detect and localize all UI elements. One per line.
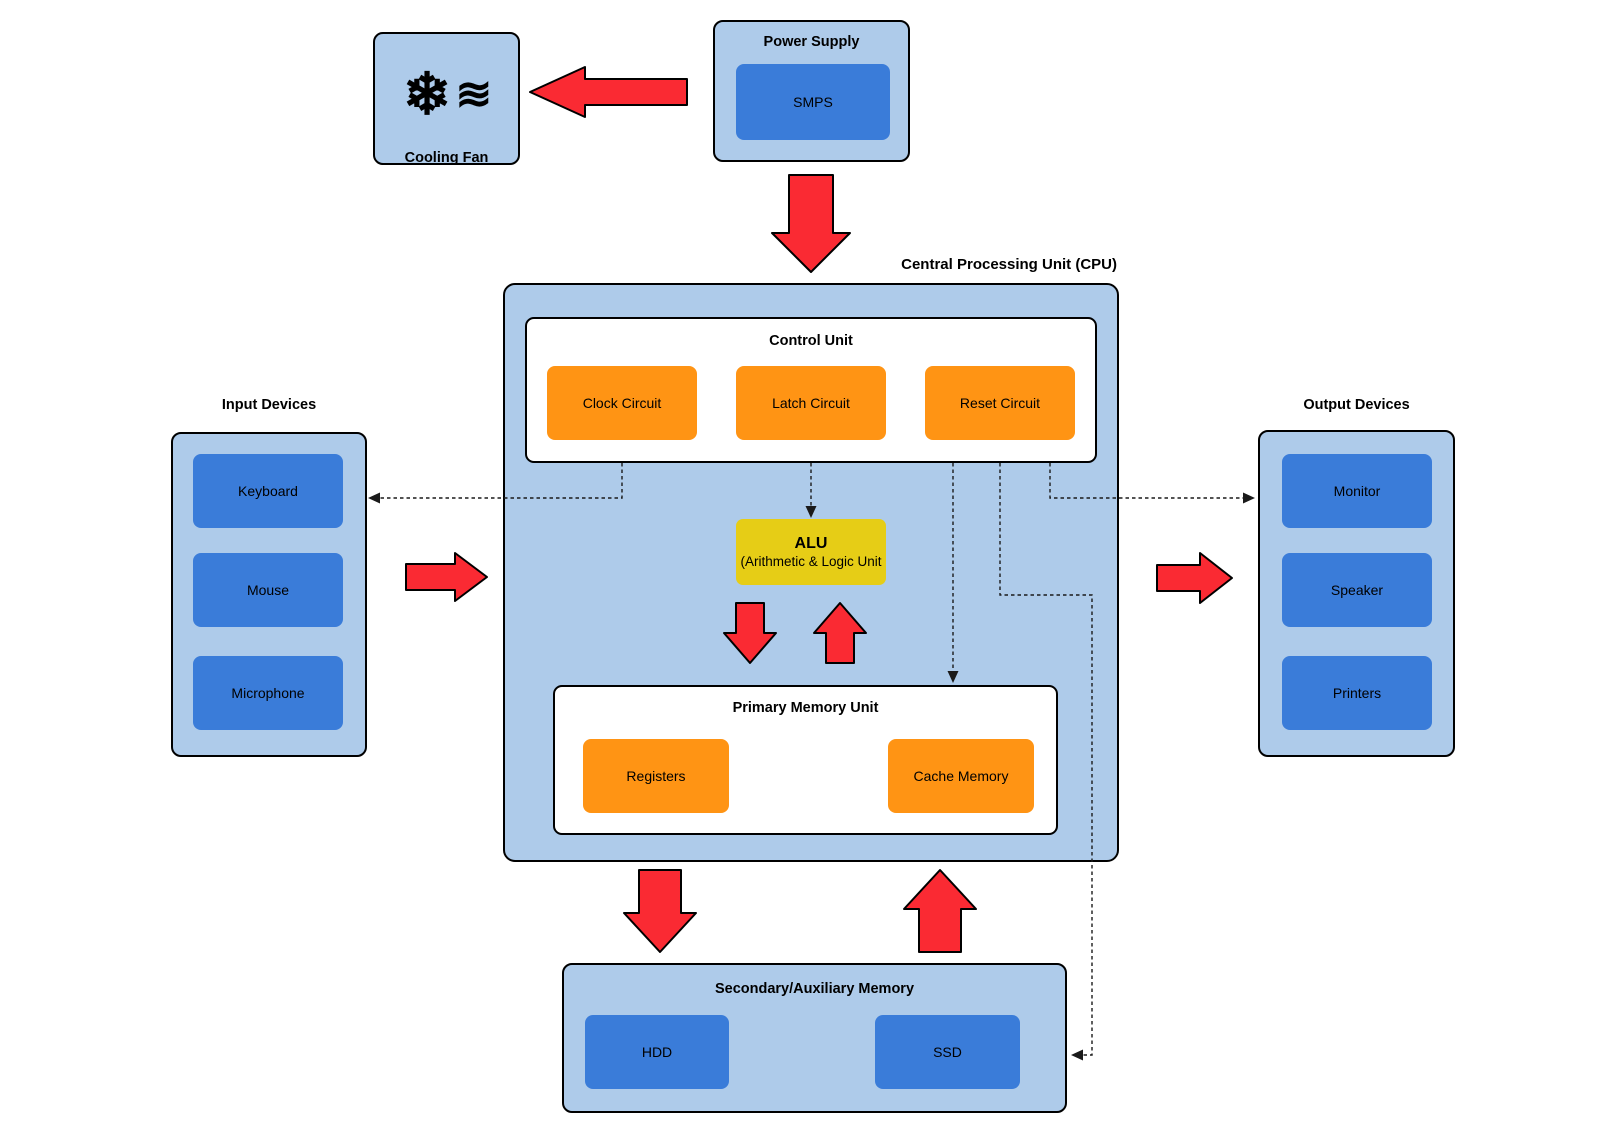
cooling-fan-icons: ❄ ≋ bbox=[375, 56, 518, 134]
input-to-cpu-arrow bbox=[405, 552, 488, 602]
cooling-fan-label: Cooling Fan bbox=[404, 150, 489, 166]
control-unit-title: Control Unit bbox=[769, 333, 853, 349]
keyboard-node: Keyboard bbox=[193, 454, 343, 528]
alu-title: ALU bbox=[794, 534, 828, 552]
power-supply-node: Power Supply SMPS bbox=[713, 20, 910, 162]
primary-memory-title: Primary Memory Unit bbox=[732, 700, 879, 716]
registers-node: Registers bbox=[583, 739, 729, 813]
hdd-node: HDD bbox=[585, 1015, 729, 1089]
clock-circuit-node: Clock Circuit bbox=[547, 366, 697, 440]
mouse-node: Mouse bbox=[193, 553, 343, 627]
power-supply-title: Power Supply bbox=[763, 34, 860, 50]
monitor-node: Monitor bbox=[1282, 454, 1432, 528]
alu-subtitle: (Arithmetic & Logic Unit bbox=[740, 553, 882, 569]
speaker-node: Speaker bbox=[1282, 553, 1432, 627]
cpu-to-output-arrow bbox=[1156, 552, 1233, 604]
printers-node: Printers bbox=[1282, 656, 1432, 730]
reset-circuit-node: Reset Circuit bbox=[925, 366, 1075, 440]
cache-memory-node: Cache Memory bbox=[888, 739, 1034, 813]
power-to-fan-arrow bbox=[529, 66, 688, 118]
latch-circuit-node: Latch Circuit bbox=[736, 366, 886, 440]
microphone-node: Microphone bbox=[193, 656, 343, 730]
cooling-fan-node: ❄ ≋ Cooling Fan bbox=[373, 32, 520, 166]
secondary-to-cpu-arrow bbox=[903, 869, 977, 953]
snowflake-icon: ❄ bbox=[402, 62, 452, 127]
smps-node: SMPS bbox=[736, 64, 890, 140]
airflow-icon: ≋ bbox=[455, 70, 492, 119]
secondary-memory-title: Secondary/Auxiliary Memory bbox=[714, 981, 915, 997]
ssd-node: SSD bbox=[875, 1015, 1020, 1089]
alu-node: ALU (Arithmetic & Logic Unit bbox=[736, 519, 886, 585]
cpu-to-secondary-arrow bbox=[623, 869, 697, 953]
cpu-title: Central Processing Unit (CPU) bbox=[901, 256, 1117, 273]
input-devices-title: Input Devices bbox=[221, 397, 317, 413]
output-devices-title: Output Devices bbox=[1303, 397, 1410, 413]
